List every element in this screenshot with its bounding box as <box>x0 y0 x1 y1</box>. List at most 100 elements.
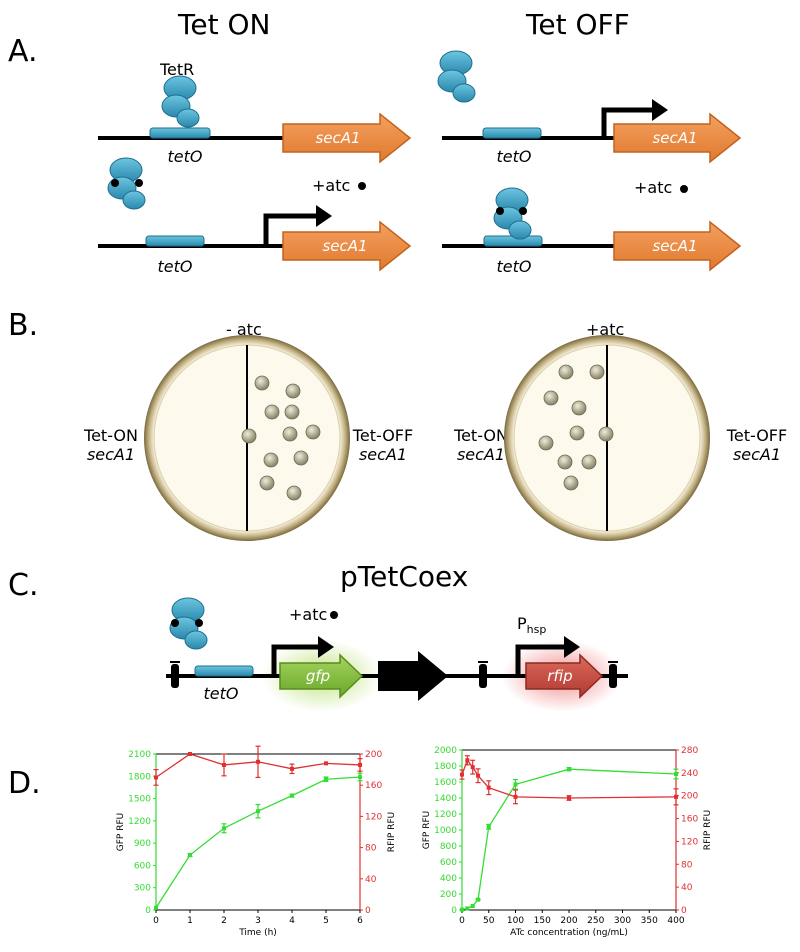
y-tick-label: 1600 <box>434 778 457 788</box>
data-point <box>476 773 481 778</box>
y2-tick-label: 120 <box>365 812 382 822</box>
y-tick-label: 200 <box>440 890 457 900</box>
seca1-text: secA1 <box>358 445 408 464</box>
data-point <box>513 782 518 787</box>
free-tetr-with-atc <box>169 597 208 650</box>
atc-label: +atc <box>312 176 350 195</box>
series-line-rfp <box>461 758 677 799</box>
teto-label: tetO <box>497 147 532 166</box>
atc-label: +atc <box>289 605 327 624</box>
hsp-promoter-arrow <box>515 644 568 676</box>
x-tick-label: 0 <box>153 916 159 926</box>
panel-b-plates <box>144 335 710 541</box>
panel-b-letter: B. <box>8 308 39 343</box>
promoter-arrow <box>601 107 655 138</box>
data-point <box>154 905 158 910</box>
tet-on-text: Tet-ON <box>84 426 138 445</box>
seca1-label: secA1 <box>652 237 697 255</box>
y-tick-label: 2100 <box>128 750 151 760</box>
teto-label: tetO <box>497 257 532 276</box>
data-point <box>154 775 158 780</box>
seca1-gene-arrow <box>613 220 742 272</box>
data-point <box>324 777 328 782</box>
rfp-gene-arrow <box>525 653 604 699</box>
data-point <box>358 775 362 780</box>
left-tet-off-label: Tet-OFF secA1 <box>344 426 422 464</box>
tet-off-text: Tet-OFF <box>352 426 414 445</box>
terminator-middle <box>478 661 488 688</box>
seca1-label: secA1 <box>322 237 367 255</box>
y-tick-label: 1000 <box>434 826 457 836</box>
seca1-gene-arrow <box>613 112 742 164</box>
y2-tick-label: 160 <box>681 815 698 825</box>
seca1-text: secA1 <box>86 445 136 464</box>
y-tick-label: 0 <box>451 906 457 916</box>
tet-off-title: Tet OFF <box>526 8 630 41</box>
y-tick-label: 400 <box>440 874 457 884</box>
data-point <box>465 906 470 911</box>
tet-on-title: Tet ON <box>178 8 271 41</box>
tet-off-repressed-construct: +atc secA1 tetO <box>442 178 742 276</box>
atc-dose-chart: 0200400600800100012001400160018002000040… <box>422 746 713 938</box>
gfp-label: gfp <box>306 667 330 685</box>
data-point <box>358 762 362 767</box>
y-tick-label: 1800 <box>128 772 151 782</box>
x-tick-label: 400 <box>667 916 684 926</box>
y-tick-label: 2000 <box>434 746 457 756</box>
data-point <box>486 824 491 829</box>
data-point <box>256 809 260 814</box>
data-point <box>567 767 571 772</box>
y-tick-label: 600 <box>134 861 151 871</box>
right-tet-off-label: Tet-OFF secA1 <box>718 426 796 464</box>
data-point <box>290 793 294 798</box>
data-point <box>674 794 678 799</box>
colonies <box>538 364 614 491</box>
teto-label: tetO <box>204 684 239 703</box>
terminator-right <box>608 661 618 688</box>
panel-c-plasmid: +atc tetO gfp Phsp rfip <box>166 597 628 712</box>
ptetcoex-title: pTetCoex <box>340 560 469 593</box>
y2-tick-label: 80 <box>681 860 693 870</box>
data-point <box>470 765 475 770</box>
data-point <box>222 762 226 767</box>
data-point <box>513 794 518 799</box>
y-tick-label: 600 <box>440 858 457 868</box>
tetr-label: TetR <box>159 60 194 79</box>
x-tick-label: 50 <box>483 916 495 926</box>
y2-tick-label: 280 <box>681 746 698 756</box>
x-tick-label: 3 <box>255 916 261 926</box>
series-line-gfp <box>461 768 677 911</box>
tet-off-active-construct: secA1 tetO <box>437 50 742 166</box>
panel-a-letter: A. <box>8 34 38 69</box>
x-tick-label: 2 <box>221 916 227 926</box>
data-point <box>290 766 294 771</box>
right-plate-title: +atc <box>586 320 625 339</box>
promoter-arrow <box>263 213 320 246</box>
x-tick-label: 5 <box>323 916 329 926</box>
x-tick-label: 1 <box>187 916 193 926</box>
atc-molecule <box>358 182 366 190</box>
y-tick-label: 800 <box>440 842 457 852</box>
tet-on-repressed-construct: secA1 TetR tetO <box>98 60 412 166</box>
y2-tick-label: 80 <box>365 844 377 854</box>
panel-d-letter: D. <box>8 766 41 801</box>
phsp-label: Phsp <box>517 614 546 636</box>
tet-promoter-arrow <box>271 644 322 676</box>
y2-tick-label: 120 <box>681 837 698 847</box>
time-course-chart: 0300600900120015001800210004080120160200… <box>116 745 397 938</box>
x-tick-label: 4 <box>289 916 295 926</box>
y-tick-label: 1800 <box>434 762 457 772</box>
atc-molecule <box>680 185 688 193</box>
tet-off-text: Tet-OFF <box>726 426 788 445</box>
x-tick-label: 350 <box>641 916 658 926</box>
teto-operator <box>194 665 254 677</box>
x-axis-label: Time (h) <box>238 928 277 938</box>
seca1-label: secA1 <box>652 129 697 147</box>
gfp-gene-arrow <box>279 653 364 699</box>
tetr-gene-arrow <box>378 651 448 701</box>
teto-operator <box>149 127 211 139</box>
tet-on-text: Tet-ON <box>454 426 508 445</box>
y2-tick-label: 200 <box>365 750 382 760</box>
right-tet-on-label: Tet-ON secA1 <box>446 426 516 464</box>
y-tick-label: 1200 <box>128 817 151 827</box>
